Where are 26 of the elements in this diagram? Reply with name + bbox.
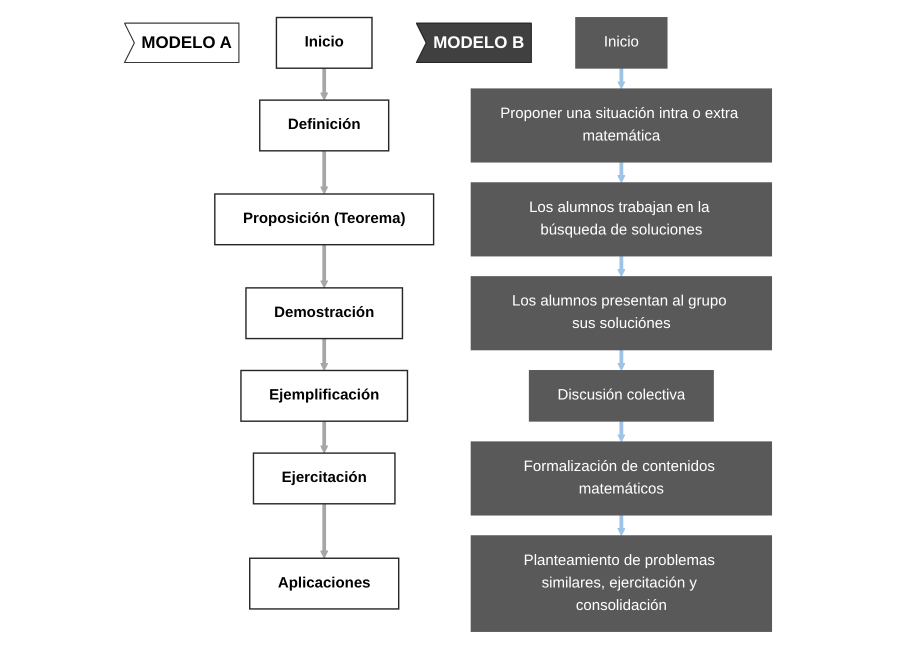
node-box: Ejemplificación — [240, 370, 409, 422]
arrow — [320, 504, 329, 559]
arrow — [320, 421, 329, 454]
node-box: Proponer una situación intra o extra matemática — [471, 88, 772, 163]
arrow — [320, 68, 329, 100]
arrow — [618, 350, 626, 371]
node-box: Proposición (Teorema) — [214, 193, 435, 246]
node-box: Los alumnos trabajan en la búsqueda de soluciones — [471, 182, 772, 256]
arrow — [618, 514, 626, 536]
arrow — [320, 338, 329, 371]
arrow — [618, 68, 626, 90]
arrow — [618, 162, 626, 184]
node-box: Definición — [260, 99, 390, 152]
arrow — [320, 150, 329, 194]
arrow — [320, 244, 329, 288]
node-box: Demostración — [246, 287, 404, 340]
node-box: Los alumnos presentan al grupo sus soluciónes — [471, 276, 772, 350]
node-box: Formalización de contenidos matemáticos — [471, 441, 772, 516]
arrow — [618, 256, 626, 277]
node-box: Planteamiento de problemas similares, ejercitación y consolidación — [471, 535, 772, 632]
node-box: Inicio — [576, 17, 668, 69]
arrow — [618, 421, 626, 442]
node-box: Discusión colectiva — [529, 370, 714, 422]
node-box: Inicio — [276, 16, 374, 69]
node-box: Ejercitación — [253, 452, 396, 504]
node-box: Aplicaciones — [249, 558, 400, 610]
